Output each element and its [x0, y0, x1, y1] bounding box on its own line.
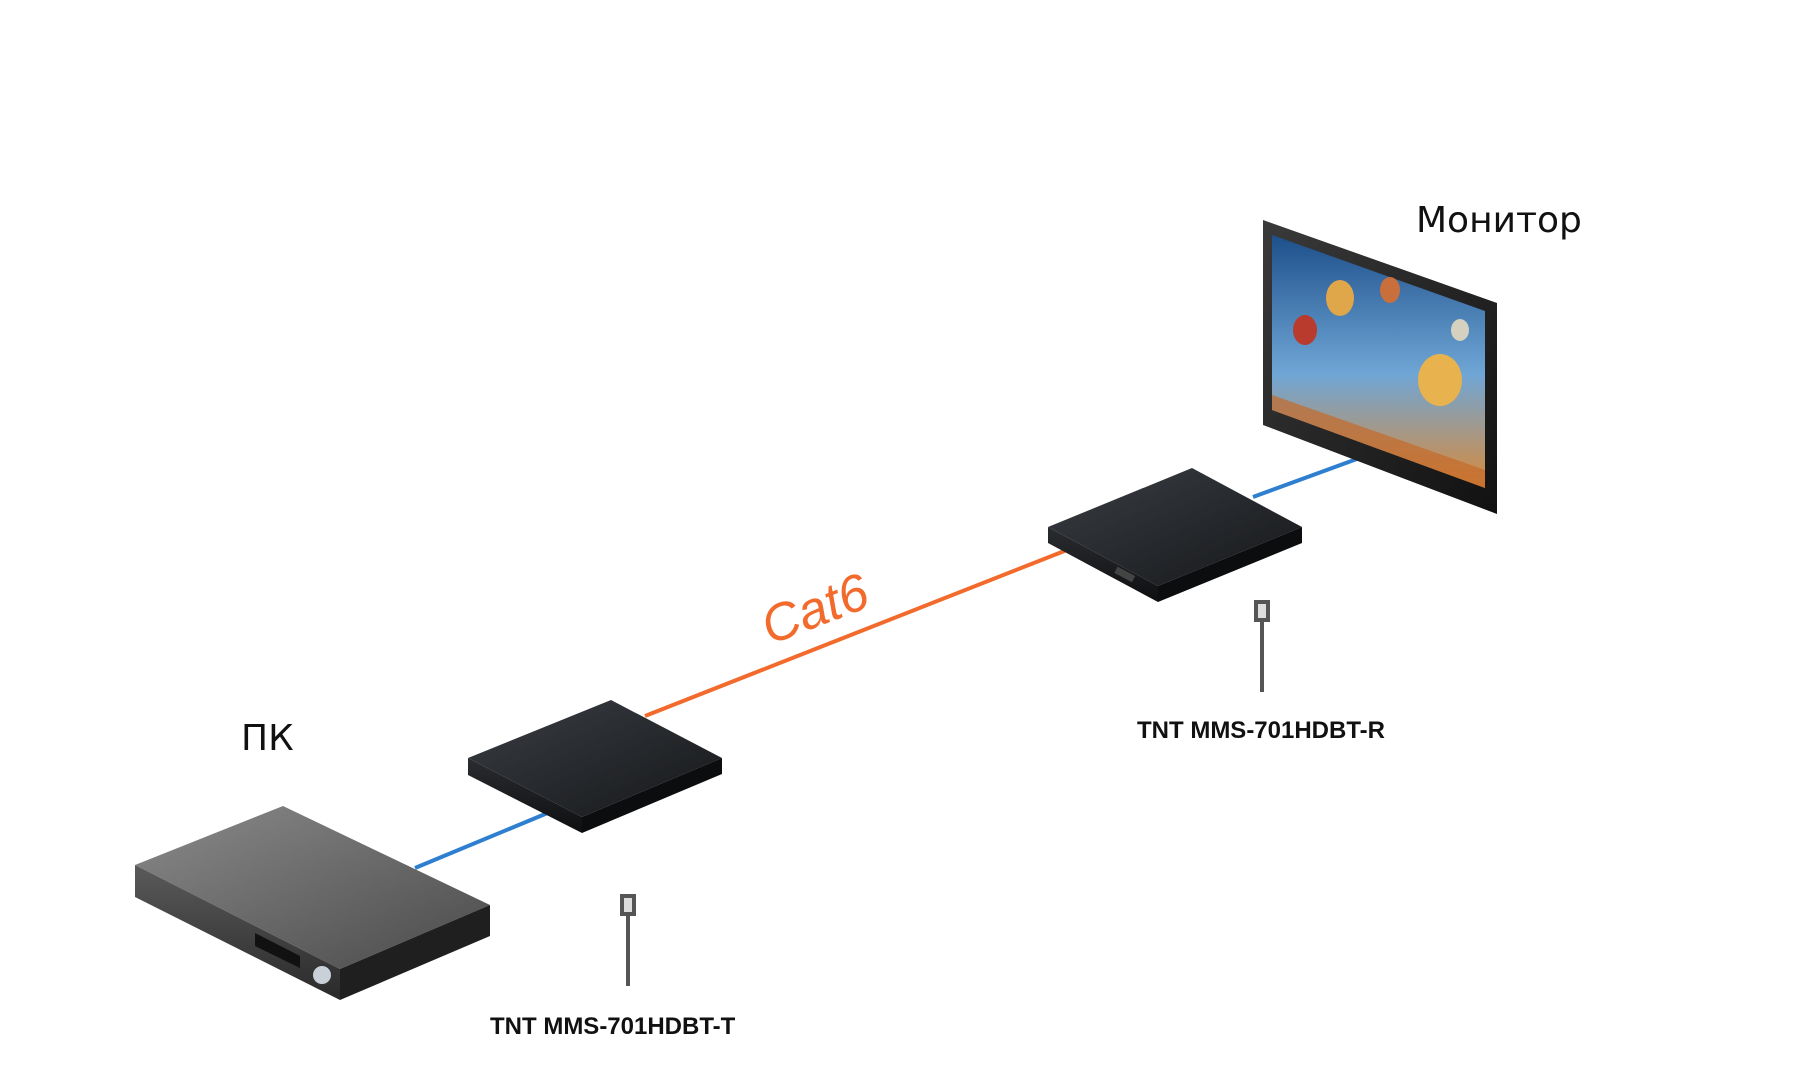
- pc-device: [135, 806, 490, 1000]
- pc-power-button-icon: [311, 964, 333, 986]
- balloon-icon: [1418, 354, 1462, 406]
- balloon-icon: [1293, 315, 1317, 345]
- pc-label: ПК: [241, 718, 294, 759]
- balloon-icon: [1326, 280, 1354, 316]
- hdmi-cable-pc-to-transmitter: [414, 810, 551, 870]
- transmitter-power-plug-icon: [620, 894, 636, 986]
- balloon-icon: [1380, 277, 1400, 303]
- monitor-label: Монитор: [1416, 200, 1582, 241]
- receiver-power-plug-icon: [1254, 600, 1270, 692]
- balloon-icon: [1451, 319, 1469, 341]
- transmitter-label: TNT MMS-701HDBT-T: [490, 1013, 736, 1040]
- cat6-cable-label: Cat6: [754, 563, 877, 657]
- monitor-device: [1263, 220, 1497, 514]
- hdmi-cable-receiver-to-monitor: [1252, 454, 1366, 499]
- transmitter-device: [468, 700, 722, 833]
- cat6-cable: [644, 546, 1073, 718]
- receiver-label: TNT MMS-701HDBT-R: [1137, 717, 1385, 744]
- receiver-device: [1048, 468, 1302, 602]
